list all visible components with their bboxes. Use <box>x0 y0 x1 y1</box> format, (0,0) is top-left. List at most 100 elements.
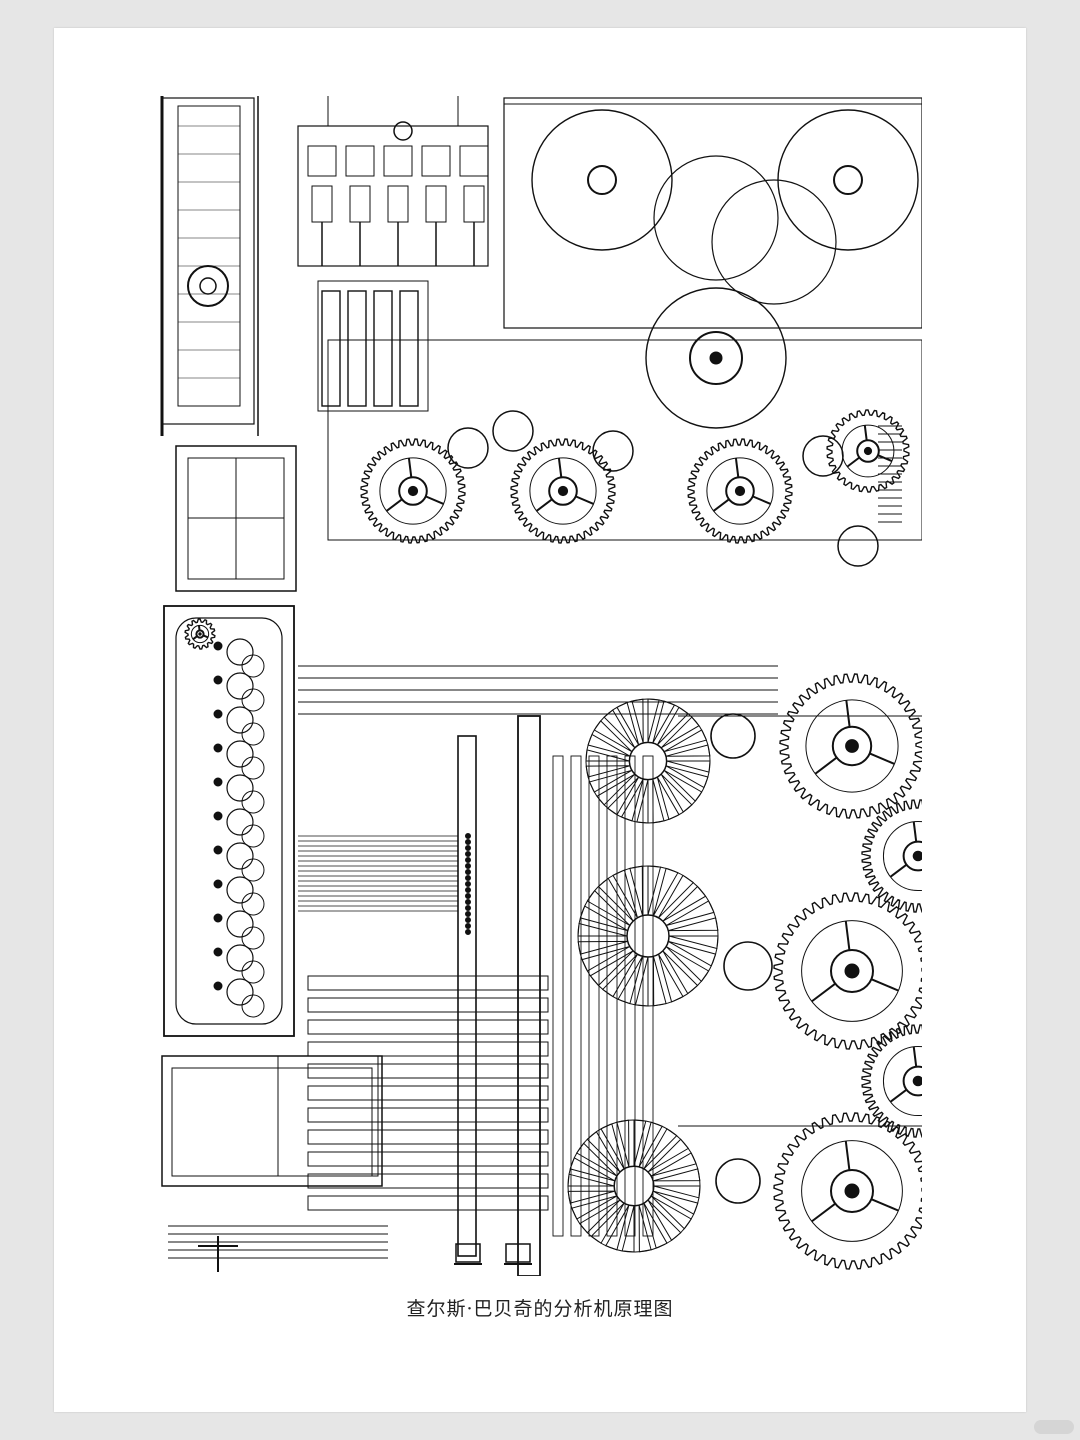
fan-blade <box>633 1119 647 1167</box>
rack-tooth <box>465 899 471 905</box>
fan-blade <box>590 1202 625 1244</box>
knob <box>393 121 413 141</box>
drawing-line <box>752 495 771 505</box>
digit-dot <box>213 811 223 821</box>
fan-blade <box>631 698 644 744</box>
drawing-frame <box>307 1063 549 1079</box>
digit-wheel <box>226 910 254 938</box>
digit-frame <box>175 617 283 1025</box>
drawing-frame <box>505 1243 531 1263</box>
digit-wheel <box>241 824 265 848</box>
fan-blade <box>567 1173 615 1187</box>
gear-rim <box>706 457 774 525</box>
gear-rim <box>882 820 922 892</box>
pulley-large <box>645 287 787 429</box>
rack-tooth <box>465 893 471 899</box>
drawing-frame <box>311 185 333 223</box>
digit-wheel <box>241 858 265 882</box>
fan-blade <box>668 940 717 967</box>
fan-blade <box>652 700 676 744</box>
drawing-frame <box>387 185 409 223</box>
gear-rim <box>190 624 210 644</box>
drawing-frame <box>163 605 295 1037</box>
drawing-line <box>811 982 836 1003</box>
rack-tooth <box>465 917 471 923</box>
fan-blade <box>660 773 693 813</box>
drawing-frame <box>347 290 367 407</box>
rack-tooth <box>465 881 471 887</box>
gear-axle <box>407 485 419 497</box>
drawing-line <box>844 920 851 951</box>
gear-hub <box>856 439 880 463</box>
gear-axle <box>734 485 746 497</box>
drawing-line <box>912 1046 918 1067</box>
digit-dot <box>213 879 223 889</box>
bearing <box>592 430 634 472</box>
fan-hub <box>613 1165 655 1207</box>
fan-blade <box>665 744 711 757</box>
drawing-circle <box>689 331 743 385</box>
gear-rim <box>805 699 899 793</box>
gear-rim <box>379 457 447 525</box>
pulley <box>187 265 229 307</box>
fan-blade <box>647 698 660 743</box>
fan-blade <box>662 885 707 922</box>
fan-blade <box>647 1199 682 1242</box>
drawing-line <box>870 978 899 992</box>
fan-blade <box>643 1128 678 1170</box>
gear-rim <box>529 457 597 525</box>
fan-blade <box>605 1204 630 1251</box>
fan-blade <box>658 874 695 919</box>
rack-tooth <box>465 875 471 881</box>
fan-blade <box>603 709 636 749</box>
pulley-large <box>777 109 919 251</box>
drawing-frame <box>455 1243 481 1263</box>
bearing <box>447 427 489 469</box>
digit-wheel <box>226 638 254 666</box>
fan-blade <box>579 905 628 932</box>
fan-blade <box>601 953 638 998</box>
digit-wheel <box>241 756 265 780</box>
drawing-frame <box>307 1085 549 1101</box>
fan-blade <box>593 720 633 753</box>
gear-hub <box>831 725 873 767</box>
fan-blade <box>663 729 708 753</box>
digit-dot <box>213 845 223 855</box>
fan-blade <box>596 773 636 806</box>
gear-axle <box>845 739 859 753</box>
rack-tooth <box>465 923 471 929</box>
gear-wheel <box>510 438 616 544</box>
drawing-frame <box>503 97 922 329</box>
drawing-line <box>192 635 198 641</box>
rack-tooth <box>465 911 471 917</box>
fan-blade <box>665 946 710 983</box>
digit-wheel <box>226 842 254 870</box>
bearing <box>492 410 534 452</box>
drawing-frame <box>307 1129 549 1145</box>
fan-hub <box>626 914 670 958</box>
drawing-line <box>912 821 918 842</box>
digit-wheel <box>241 892 265 916</box>
drawing-line <box>811 1202 836 1223</box>
drawing-frame <box>175 445 297 592</box>
figure-caption: 查尔斯·巴贝奇的分析机原理图 <box>406 1298 674 1320</box>
fan-blade <box>577 922 628 937</box>
gear-hub <box>830 1169 874 1213</box>
fan-blade <box>668 917 719 932</box>
drawing-line <box>844 1140 851 1171</box>
gear-wheel <box>861 799 922 913</box>
fan-blade <box>652 867 679 916</box>
fan-blade <box>586 889 631 926</box>
drawing-line <box>869 752 895 765</box>
drawing-line <box>712 498 730 512</box>
digit-wheel <box>226 876 254 904</box>
gear-hub <box>725 476 755 506</box>
fan-blade <box>621 1205 635 1253</box>
pulley-large <box>653 155 779 281</box>
drawing-frame <box>327 339 922 541</box>
drawing-line <box>846 456 860 468</box>
digit-wheel <box>241 688 265 712</box>
bearing <box>802 435 844 477</box>
rack-tooth <box>465 863 471 869</box>
digit-wheel <box>241 790 265 814</box>
